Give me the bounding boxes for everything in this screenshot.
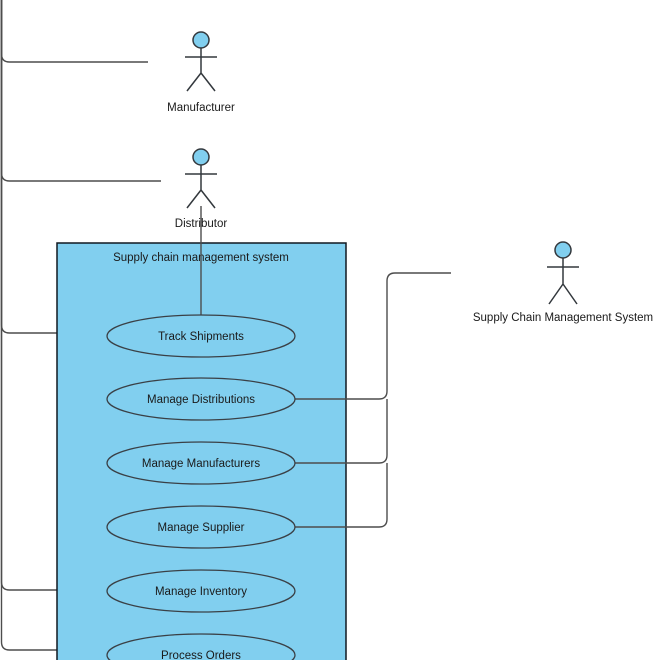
actor-body-icon <box>547 258 579 305</box>
actor-supply-chain-management-system[interactable]: Supply Chain Management System <box>473 241 653 324</box>
usecase-ellipse[interactable] <box>106 505 296 549</box>
usecase-label: Manage Manufacturers <box>142 458 261 470</box>
usecase-label: Manage Inventory <box>155 586 247 598</box>
right-association-lines <box>295 272 451 528</box>
association-manage-supplier-scms <box>295 463 388 528</box>
actor-manufacturer[interactable]: Manufacturer <box>167 31 235 114</box>
usecase-label: Process Orders <box>161 650 241 660</box>
usecase-ellipse[interactable] <box>106 377 296 421</box>
usecase-label: Manage Distributions <box>147 394 255 406</box>
usecase-process-orders[interactable]: Process Orders <box>106 633 296 660</box>
usecase-manage-inventory[interactable]: Manage Inventory <box>106 569 296 613</box>
actor-head-icon <box>192 148 210 166</box>
association-process-orders <box>0 0 112 651</box>
usecase-manage-supplier[interactable]: Manage Supplier <box>106 505 296 549</box>
usecase-manage-manufacturers[interactable]: Manage Manufacturers <box>106 441 296 485</box>
actor-label: Supply Chain Management System <box>473 312 653 324</box>
usecase-ellipse[interactable] <box>106 569 296 613</box>
association-manage-distributions-scms <box>295 272 451 400</box>
usecase-label: Manage Supplier <box>158 522 245 534</box>
association-manage-manufacturers-scms <box>295 399 388 464</box>
actor-body-icon <box>185 165 217 209</box>
actor-head-icon <box>554 241 572 259</box>
actor-distributor[interactable]: Distributor <box>175 148 228 230</box>
actor-label: Distributor <box>175 218 228 230</box>
usecase-label: Track Shipments <box>158 331 244 343</box>
left-association-lines <box>0 0 161 651</box>
actor-head-icon <box>192 31 210 49</box>
usecase-manage-distributions[interactable]: Manage Distributions <box>106 377 296 421</box>
usecase-track-shipments[interactable]: Track Shipments <box>106 314 296 358</box>
actor-label: Manufacturer <box>167 102 235 114</box>
usecase-ellipse[interactable] <box>106 633 296 660</box>
usecase-ellipse[interactable] <box>106 441 296 485</box>
usecase-ellipse[interactable] <box>106 314 296 358</box>
actor-body-icon <box>185 48 217 92</box>
